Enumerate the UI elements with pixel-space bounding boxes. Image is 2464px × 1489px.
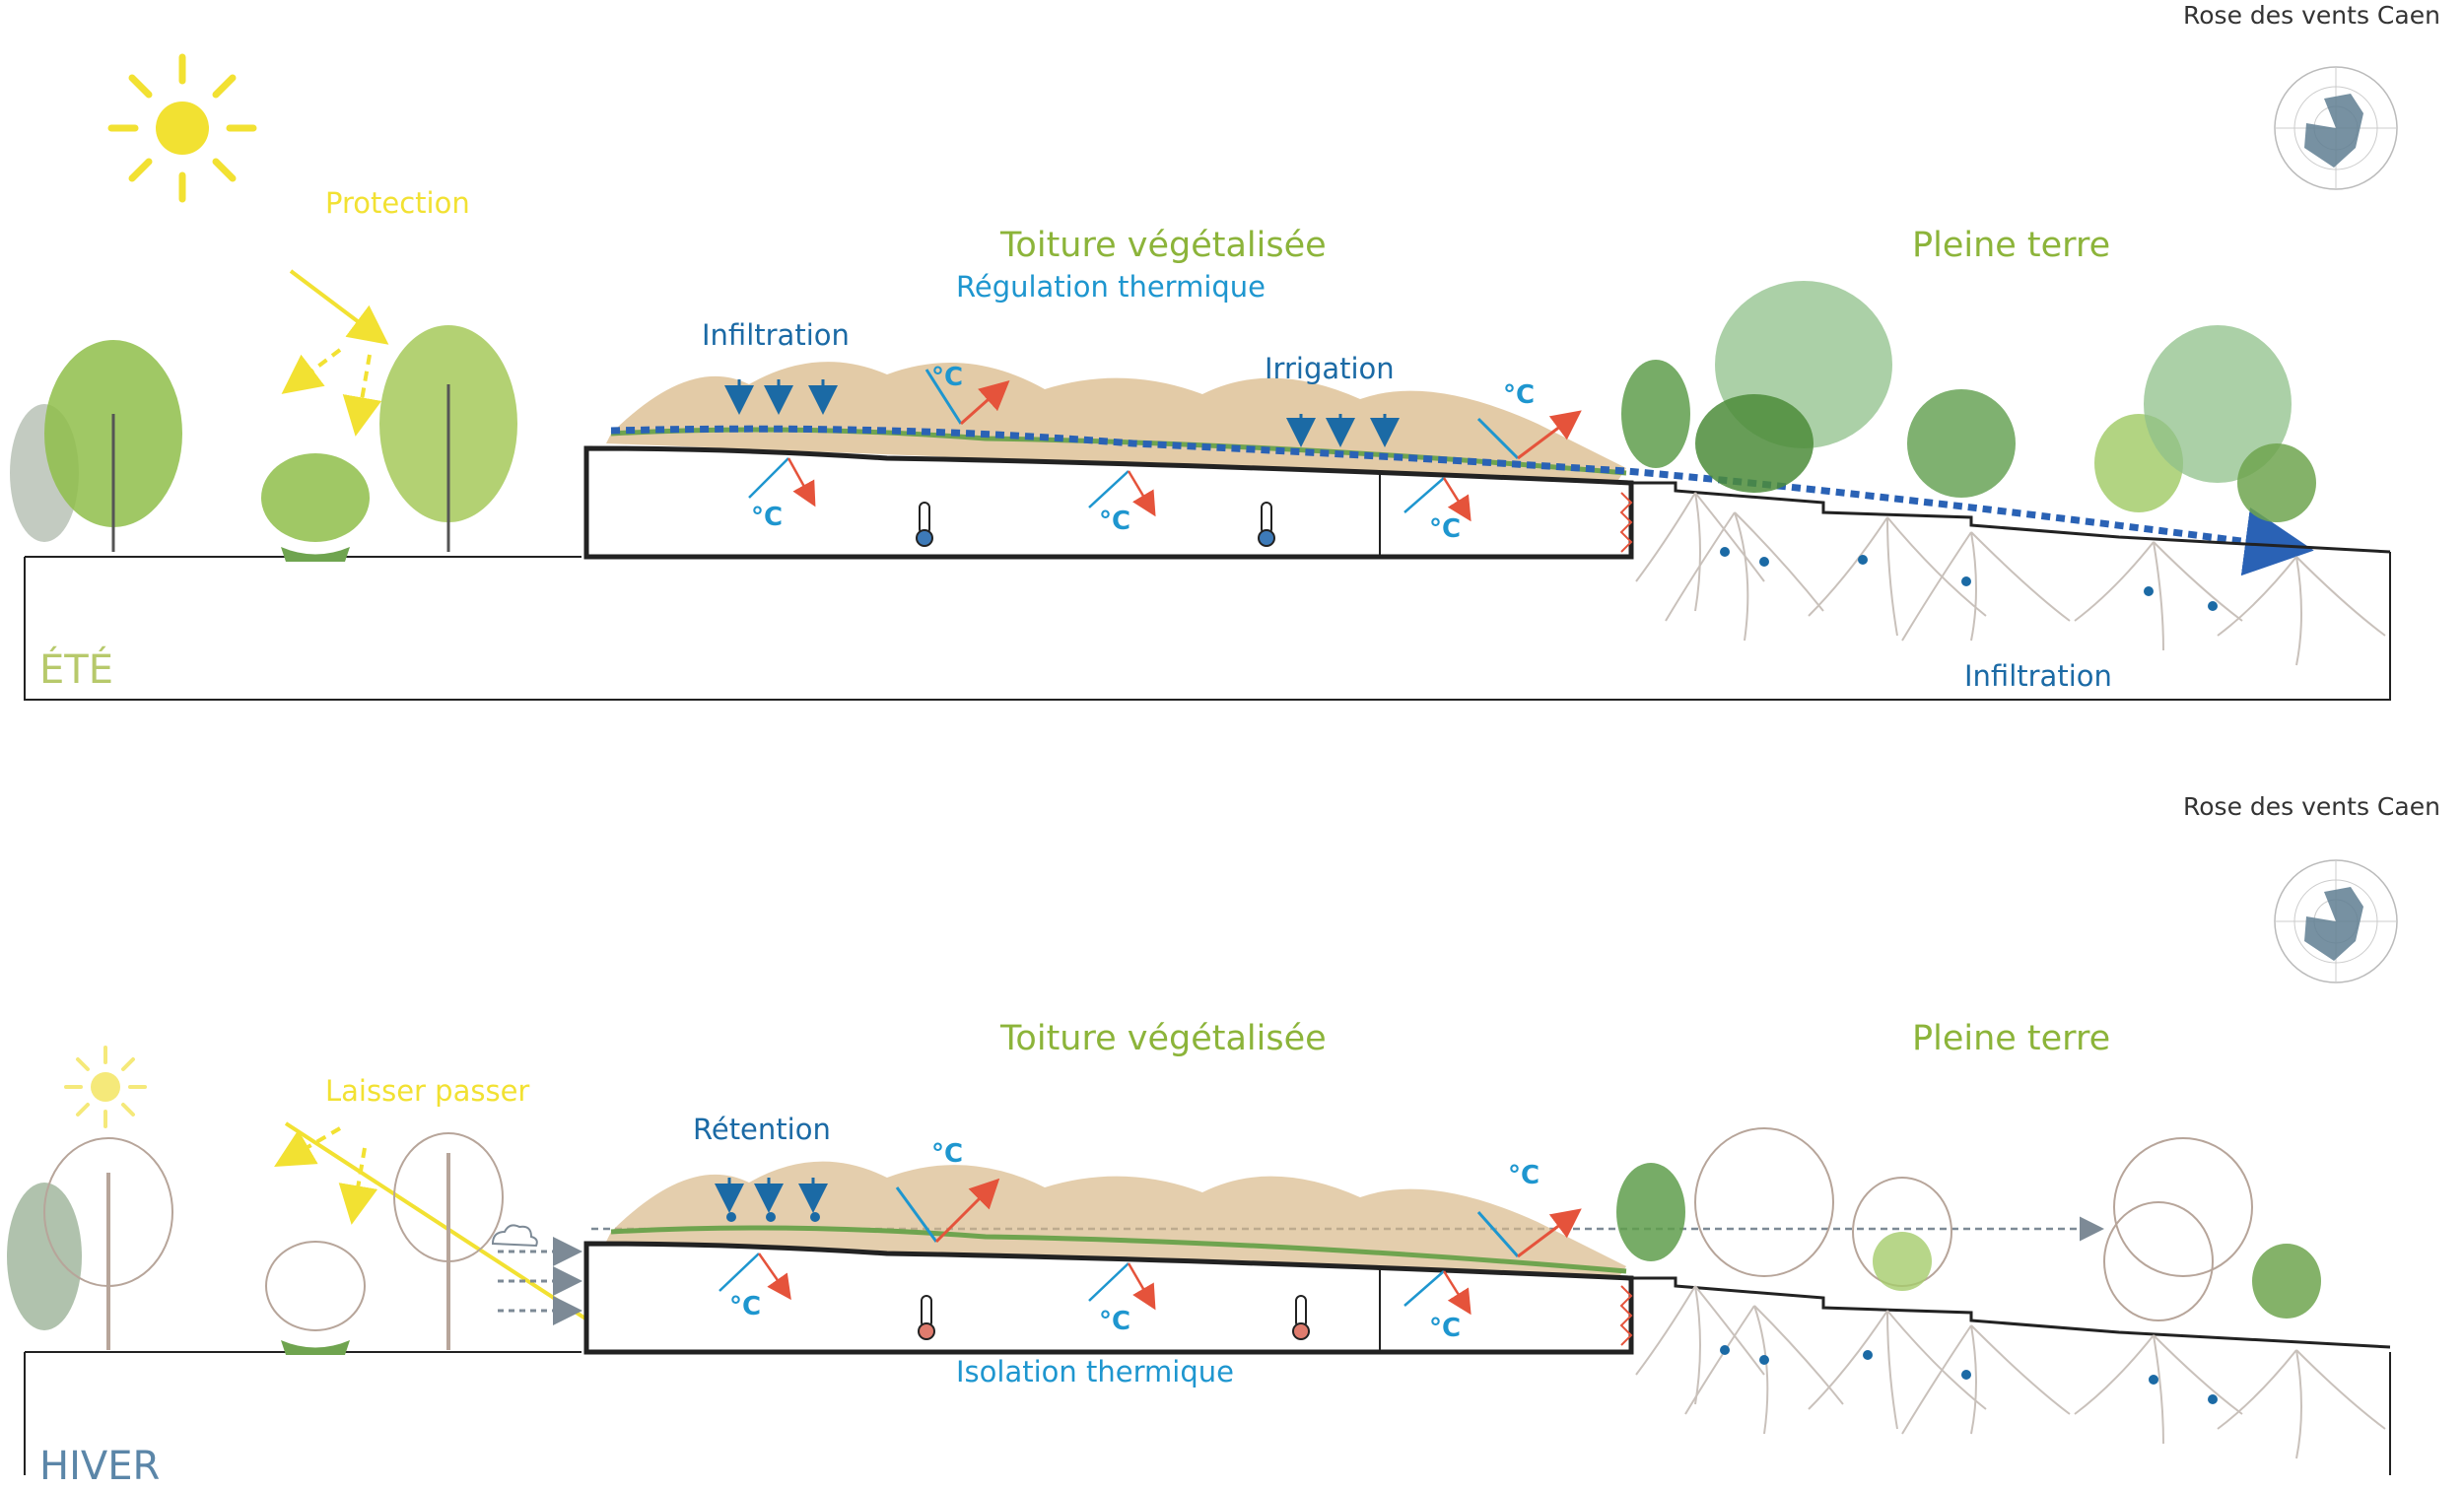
winter-tree-left [7, 1137, 173, 1350]
winter-wind-rose-title: Rose des vents Caen [2183, 792, 2440, 821]
winter-insulation-label: Isolation thermique [956, 1355, 1234, 1388]
summer-tree-middle [379, 325, 517, 552]
winter-retention-arrows [715, 1178, 828, 1213]
summer-sun-icon [107, 53, 257, 203]
winter-sun-label: Laisser passer [325, 1074, 530, 1108]
winter-roof-title: Toiture végétalisée [1000, 1019, 1327, 1058]
summer-roof-subtitle: Régulation thermique [956, 270, 1266, 304]
summer-deg-label: °C [1503, 380, 1536, 410]
summer-heat-reflection-arrows [924, 369, 1582, 460]
summer-infiltration-bottom-label: Infiltration [1964, 659, 2112, 693]
winter-wind-rose-icon [2274, 859, 2398, 983]
winter-deg-label: °C [931, 1139, 964, 1169]
summer-wind-rose-title: Rose des vents Caen [2183, 1, 2440, 30]
winter-cloud-icon [491, 1224, 538, 1248]
summer-ground-title: Pleine terre [1912, 226, 2111, 265]
summer-tree-left [10, 340, 182, 552]
winter-ground-trees [1616, 1127, 2321, 1321]
winter-deg-label: °C [1508, 1161, 1540, 1190]
summer-ground-frame [24, 552, 2391, 701]
winter-deflect-arrow-down [338, 1147, 378, 1225]
winter-heat-reflection-arrows [895, 1178, 1582, 1258]
winter-thermometer-icon [918, 1295, 1310, 1340]
summer-sun-ray-arrow [289, 269, 389, 345]
summer-deg-label: °C [931, 363, 964, 392]
summer-deflect-arrow-down [342, 354, 382, 437]
winter-building [583, 1241, 1634, 1355]
winter-deg-label: °C [729, 1292, 762, 1321]
winter-roots [1635, 1285, 2386, 1459]
winter-season-label: HIVER [39, 1444, 161, 1489]
summer-irrigation-label: Irrigation [1265, 352, 1395, 385]
winter-panel [7, 859, 2398, 1475]
summer-interior-thermal [748, 457, 1472, 522]
winter-tree-middle [393, 1132, 504, 1350]
winter-ground-title: Pleine terre [1912, 1019, 2111, 1058]
winter-ground-frame [24, 1352, 2391, 1475]
winter-deg-label: °C [1099, 1307, 1131, 1336]
winter-pleine-terre-ground [1631, 1276, 2391, 1349]
summer-water-flow-arrow [610, 425, 2314, 576]
summer-pleine-terre-ground [1631, 481, 2391, 554]
winter-water-drops-roof [726, 1212, 820, 1222]
summer-deg-label: °C [1429, 514, 1462, 544]
summer-deg-label: °C [751, 503, 784, 532]
summer-sun-label: Protection [325, 186, 470, 220]
summer-panel [10, 53, 2398, 701]
winter-wind-arrows [498, 1237, 582, 1325]
winter-deg-label: °C [1429, 1314, 1462, 1343]
summer-deflect-arrow-left [281, 348, 342, 394]
summer-infiltration-arrows [724, 379, 1400, 447]
summer-roof-title: Toiture végétalisée [1000, 226, 1327, 265]
winter-shrub [265, 1241, 366, 1355]
winter-deflect-arrow-left [274, 1126, 342, 1168]
summer-wall-zigzag [1619, 492, 1633, 553]
winter-sun-ray-arrow [284, 1121, 638, 1353]
winter-sun-icon [64, 1046, 147, 1128]
summer-roots [1635, 492, 2386, 666]
summer-thermometer-icon [916, 502, 1275, 547]
summer-deg-label: °C [1099, 507, 1131, 536]
summer-water-drops [1720, 547, 2218, 611]
summer-ground-trees [1621, 281, 2316, 522]
summer-infiltration-top-label: Infiltration [702, 318, 850, 352]
summer-wind-rose-icon [2274, 66, 2398, 190]
summer-building [583, 445, 1634, 560]
summer-shrub [261, 453, 370, 562]
summer-season-label: ÉTÉ [39, 647, 113, 693]
winter-retention-label: Rétention [693, 1113, 831, 1146]
winter-wall-zigzag [1619, 1285, 1633, 1346]
winter-water-drops [1720, 1345, 2218, 1404]
winter-interior-thermal [719, 1252, 1472, 1316]
